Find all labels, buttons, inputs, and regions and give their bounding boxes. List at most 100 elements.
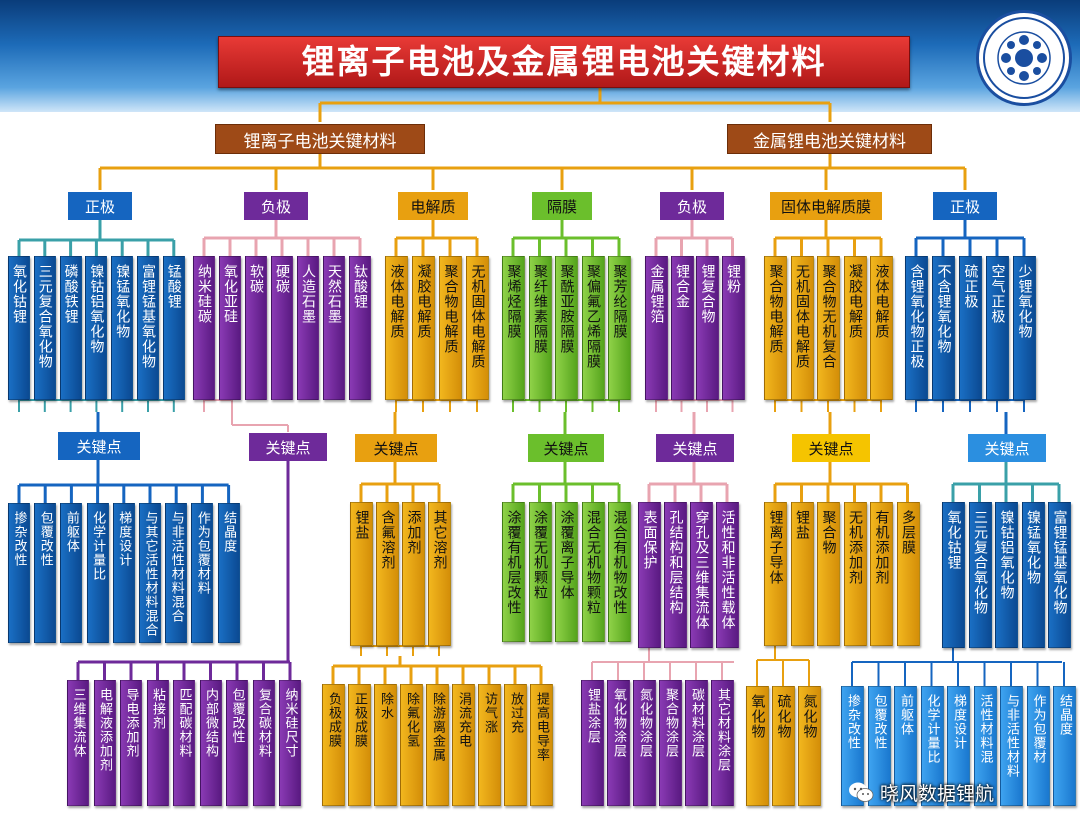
node-text: 化学计量比: [924, 694, 940, 764]
key-point: 内部微结构: [199, 680, 222, 806]
electrolyte-type: 无机固体电解质: [466, 256, 489, 400]
cathode-material: 三元复合氧化物: [33, 256, 56, 400]
separator-type: 聚偏氟乙烯隔膜: [581, 256, 605, 400]
key-point: 孔结构和层结构: [664, 502, 687, 648]
node-text: 包覆改性: [229, 688, 245, 744]
node-text: 氮化物涂层: [637, 688, 652, 758]
key-point: 粘接剂: [146, 680, 169, 806]
node-text: 作为包覆材料: [194, 511, 210, 595]
key-point-label: 关键点: [656, 434, 734, 462]
node-text: 与非活性材料: [1004, 694, 1019, 778]
node-text: 镍钴铝氧化物: [998, 510, 1015, 600]
node-text: 孔结构和层结构: [667, 510, 684, 615]
node-text: 锂离子导体: [767, 510, 784, 585]
additive-function: 负极成膜: [322, 684, 345, 806]
node-text: 涂覆无机颗粒: [532, 510, 548, 600]
node-text: 碳材料涂层: [689, 688, 704, 758]
electrolyte-type: 凝胶电解质: [412, 256, 435, 400]
solid-electrolyte-type: 聚合物电解质: [764, 256, 787, 400]
node-text: 梯度设计: [951, 694, 966, 750]
watermark: 晓风数据锂航: [848, 778, 994, 806]
separator-type: 聚纤维素隔膜: [528, 256, 552, 400]
additive-function: 正极成膜: [348, 684, 371, 806]
node-text: 添加剂: [405, 510, 422, 555]
node-text: 聚合物涂层: [663, 688, 678, 758]
node-text: 富锂锰基氧化物: [140, 264, 156, 369]
key-point: 含氟溶剂: [376, 502, 399, 646]
key-point: 氧化钴锂: [942, 502, 965, 648]
node-text: 涂覆离子导体: [558, 510, 575, 600]
key-point: 混合无机物颗粒: [581, 502, 605, 642]
key-point: 三元复合氧化物: [968, 502, 992, 648]
anode-material: 软碳: [245, 256, 267, 400]
modification-method: 梯度设计: [947, 686, 970, 806]
solid-electrolyte-type: 凝胶电解质: [843, 256, 867, 400]
coating-type: 其它材料涂层: [711, 680, 734, 806]
metal-anode-type: 锂复合物: [696, 256, 719, 400]
cathode-material: 镍钴铝氧化物: [85, 256, 108, 400]
metal-cathode-type: 含锂氧化物正极: [905, 256, 928, 400]
node-text: 氧化钴锂: [11, 264, 27, 324]
academy-logo-icon: [976, 10, 1072, 106]
node-text: 多层膜: [900, 510, 916, 555]
key-point: 纳米硅尺寸: [279, 680, 301, 806]
node-text: 前躯体: [898, 694, 913, 736]
anode-material: 硬碳: [271, 256, 293, 400]
key-point: 包覆改性: [226, 680, 248, 806]
node-text: 三元复合氧化物: [972, 510, 988, 615]
node-text: 无机固体电解质: [469, 264, 486, 369]
key-point: 梯度设计: [112, 503, 135, 643]
separator-type: 聚酰亚胺隔膜: [555, 256, 578, 400]
node-text: 少锂氧化物: [1016, 264, 1033, 339]
node-text: 电解液添加剂: [97, 688, 112, 772]
node-text: 镍锰氧化物: [1025, 510, 1041, 585]
node-text: 氧化物: [749, 694, 766, 739]
key-point: 穿孔及三维集流体: [690, 502, 713, 648]
node-text: 氧化钴锂: [945, 510, 962, 570]
node-text: 聚偏氟乙烯隔膜: [585, 264, 601, 369]
key-point-label: 关键点: [58, 432, 140, 460]
key-point: 涂覆有机层改性: [502, 502, 525, 642]
key-point-label: 关键点: [792, 434, 870, 462]
node-text: 穿孔及三维集流体: [693, 510, 710, 630]
node-text: 凝胶电解质: [415, 264, 432, 339]
key-point: 富锂锰基氧化物: [1048, 502, 1071, 648]
key-point: 有机添加剂: [870, 502, 893, 646]
separator-type: 聚烯烃隔膜: [502, 256, 525, 400]
node-text: 锂盐: [794, 510, 810, 540]
key-point: 镍锰氧化物: [1021, 502, 1045, 648]
modification-method: 掺杂改性: [841, 686, 864, 806]
key-point-label: 关键点: [528, 434, 604, 462]
node-text: 除氟化氢: [404, 692, 419, 748]
cathode-material: 磷酸铁锂: [59, 256, 82, 400]
category-header: 固体电解质膜: [770, 192, 882, 220]
key-point: 镍钴铝氧化物: [995, 502, 1018, 648]
node-text: 掺杂改性: [845, 694, 860, 750]
branch-li-metal: 金属锂电池关键材料: [727, 124, 932, 154]
node-text: 聚纤维素隔膜: [532, 264, 548, 354]
metal-cathode-type: 不含锂氧化物: [932, 256, 955, 400]
additive-function: 提高电导率: [530, 684, 553, 806]
anode-material: 天然石墨: [323, 256, 345, 400]
node-text: 聚合物电解质: [442, 264, 459, 354]
modification-method: 与非活性材料: [1000, 686, 1023, 806]
node-text: 纳米硅尺寸: [282, 688, 298, 758]
key-point: 与其它活性材料混合: [139, 503, 161, 643]
node-text: 氧化物涂层: [611, 688, 626, 758]
node-text: 粘接剂: [150, 688, 165, 730]
key-point: 掺杂改性: [8, 503, 30, 643]
node-text: 磷酸铁锂: [62, 264, 79, 324]
node-text: 纳米硅碳: [196, 264, 212, 324]
coating-type: 聚合物涂层: [659, 680, 682, 806]
node-text: 空气正极: [989, 264, 1006, 324]
node-text: 放过充: [508, 692, 523, 734]
additive-function: 除水: [374, 684, 397, 806]
wechat-icon: [849, 782, 874, 802]
node-text: 硫化物: [775, 694, 792, 739]
solid-electrolyte-type: 液体电解质: [870, 256, 893, 400]
metal-anode-type: 金属锂箔: [645, 256, 668, 400]
key-point: 三维集流体: [67, 680, 89, 806]
node-text: 结晶度: [221, 511, 237, 553]
metal-cathode-type: 空气正极: [986, 256, 1009, 400]
node-text: 无机添加剂: [847, 510, 863, 585]
